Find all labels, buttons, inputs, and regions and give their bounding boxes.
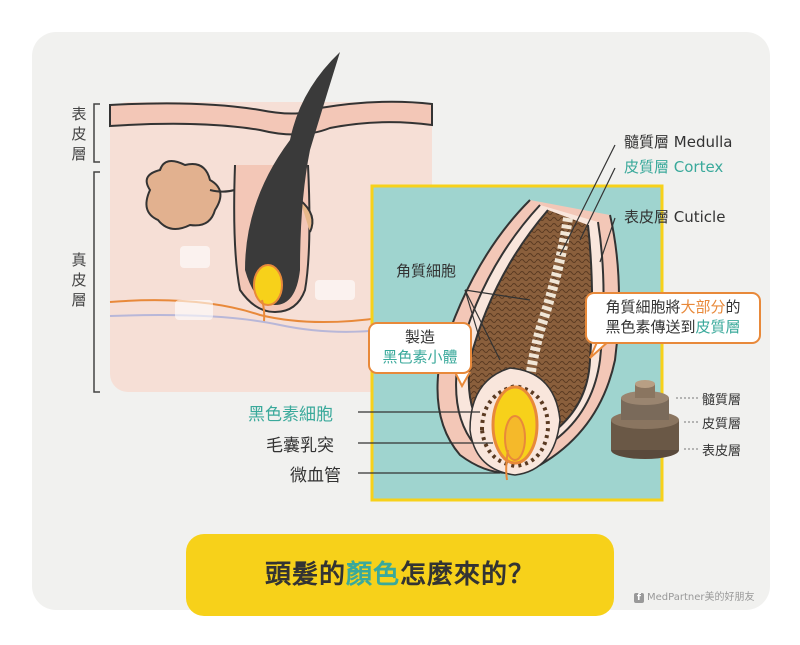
callout-transfer-line2-highlight: 皮質層 <box>695 318 741 336</box>
label-melanocyte: 黑色素細胞 <box>248 405 333 425</box>
cylinder-label-cuticle: 表皮層 <box>702 444 742 459</box>
label-capillary: 微血管 <box>290 466 341 486</box>
skin-section <box>109 52 433 392</box>
label-epidermis: 表皮層 <box>71 105 87 163</box>
page-title: 頭髮的顏色怎麼來的？ <box>186 534 614 616</box>
label-papilla: 毛囊乳突 <box>266 436 334 456</box>
label-medulla: 髓質層 Medulla <box>624 133 733 151</box>
hair-layers-cylinder <box>611 380 698 459</box>
callout-transfer-part2: 的 <box>725 298 741 316</box>
label-cuticle: 表皮層 Cuticle <box>624 208 726 226</box>
hair-shaft <box>245 52 340 305</box>
callout-transfer-line2: 黑色素傳送到 <box>605 318 696 336</box>
callout-melanosome-line1: 製造 <box>404 328 435 346</box>
label-dermis: 真皮層 <box>71 251 87 309</box>
title-banner <box>186 534 614 616</box>
callout-transfer: 角質細胞將大部分的 黑色素傳送到皮質層 <box>585 292 761 344</box>
title-before: 頭髮的 <box>264 560 346 590</box>
callout-transfer-highlight: 大部分 <box>680 298 726 316</box>
title-after: 怎麼來的？ <box>400 560 536 590</box>
callout-transfer-part1: 角質細胞將 <box>605 298 681 316</box>
callout-melanosome: 製造 黑色素小體 <box>368 322 472 374</box>
papilla-small <box>253 264 283 306</box>
label-lines <box>358 144 616 474</box>
title-highlight: 顏色 <box>345 560 400 590</box>
facebook-icon: f <box>634 593 644 603</box>
label-cortex: 皮質層 Cortex <box>624 158 724 176</box>
cylinder-label-cortex: 皮質層 <box>702 417 742 432</box>
cylinder-label-medulla: 髓質層 <box>702 393 742 408</box>
layer-brackets <box>93 103 100 393</box>
label-keratinocyte: 角質細胞 <box>396 262 457 280</box>
credit-text: MedPartner美的好朋友 <box>647 592 755 603</box>
callout-melanosome-line2: 黑色素小體 <box>382 348 458 366</box>
